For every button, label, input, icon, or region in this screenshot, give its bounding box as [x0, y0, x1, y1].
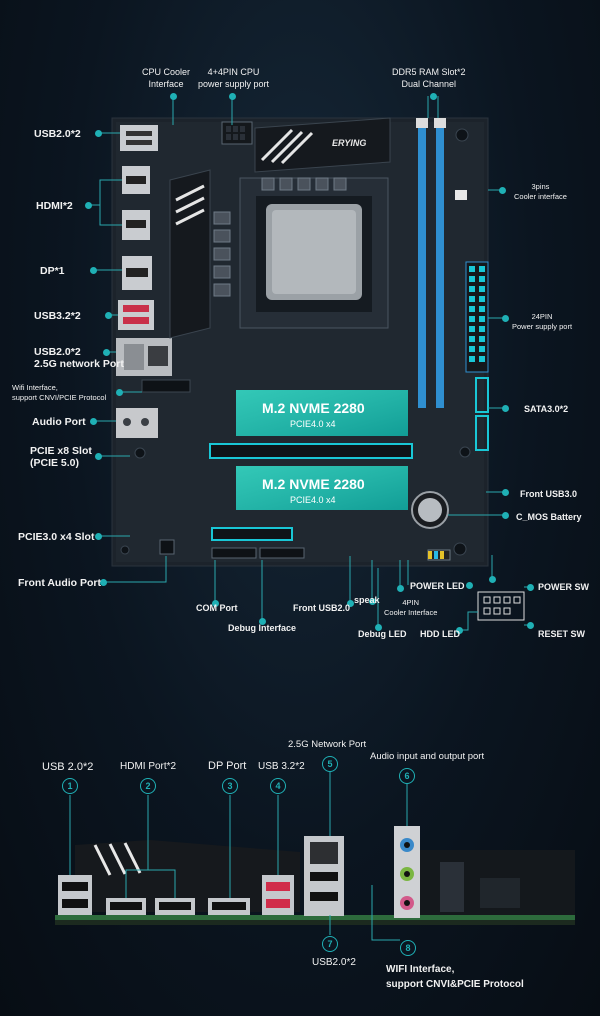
label-cpu-power: 4+4PIN CPU power supply port — [198, 67, 270, 89]
label-cooler-3pin: 3pins Cooler interface — [514, 182, 567, 201]
label-speak: speak — [354, 595, 380, 605]
label-usb32: USB3.2*2 — [34, 310, 81, 322]
label-audio: Audio Port — [32, 416, 86, 428]
label-power-led: POWER LED — [410, 581, 465, 591]
callout-dot — [103, 349, 110, 356]
label-usb2-lan: USB2.0*2 2.5G network Port — [34, 346, 124, 370]
io-label-usb2-bottom: USB2.0*2 — [312, 957, 356, 968]
label-ddr5: DDR5 RAM Slot*2 Dual Channel — [392, 67, 466, 89]
callout-number-7: 7 — [322, 936, 338, 952]
label-hdmi: HDMI*2 — [36, 200, 73, 212]
callout-dot — [499, 187, 506, 194]
io-label-wifi: WIFI Interface, support CNVI&PCIE Protoc… — [386, 964, 524, 990]
callout-dot — [502, 489, 509, 496]
label-debug-led: Debug LED — [358, 629, 407, 639]
io-label-lan: 2.5G Network Port — [288, 739, 367, 750]
callout-dot — [90, 418, 97, 425]
label-cooler-4pin: 4PIN Cooler Interface — [384, 598, 438, 617]
io-label-hdmi: HDMI Port*2 — [120, 761, 177, 772]
callout-number-6: 6 — [399, 768, 415, 784]
callout-dot — [466, 582, 473, 589]
callout-dot — [502, 405, 509, 412]
callout-dot — [100, 579, 107, 586]
callout-dot — [456, 627, 463, 634]
callout-dot — [95, 533, 102, 540]
label-dp: DP*1 — [40, 265, 65, 277]
io-label-dp: DP Port — [208, 760, 247, 772]
callout-number-4: 4 — [270, 778, 286, 794]
callout-dot — [105, 312, 112, 319]
label-debug-iface: Debug Interface — [228, 623, 297, 633]
callout-dot — [397, 585, 404, 592]
callout-dot — [430, 93, 437, 100]
label-wifi-top: Wifi Interface, support CNVI/PCIE Protoc… — [12, 383, 107, 402]
label-pcie-x8: PCIE x8 Slot (PCIE 5.0) — [30, 445, 92, 469]
m2-slot-1-sub: PCIE4.0 x4 — [290, 419, 336, 429]
io-label-audio: Audio input and output port — [370, 751, 485, 762]
callout-dot — [502, 315, 509, 322]
label-cpu-cooler: CPU Cooler Interface — [142, 67, 191, 89]
io-label-usb32: USB 3.2*2 — [258, 761, 305, 772]
m2-slot-2-sub: PCIE4.0 x4 — [290, 495, 336, 505]
callout-dot — [85, 202, 92, 209]
callout-dot — [170, 93, 177, 100]
label-front-audio: Front Audio Port — [18, 577, 102, 589]
callout-dot — [95, 453, 102, 460]
callout-dot — [229, 93, 236, 100]
callout-dot — [527, 622, 534, 629]
callout-number-8: 8 — [400, 940, 416, 956]
callout-dot — [95, 130, 102, 137]
callout-dot — [527, 584, 534, 591]
callout-dot — [116, 389, 123, 396]
label-reset-sw: RESET SW — [538, 629, 586, 639]
callout-dot — [369, 598, 376, 605]
io-label-usb20: USB 2.0*2 — [42, 761, 94, 773]
label-sata: SATA3.0*2 — [524, 404, 569, 414]
callout-dot — [347, 600, 354, 607]
label-cmos: C_MOS Battery — [516, 512, 582, 522]
callout-dot — [212, 600, 219, 607]
label-usb2-top: USB2.0*2 — [34, 128, 81, 140]
label-power-sw: POWER SW — [538, 582, 589, 592]
label-pcie3: PCIE3.0 x4 Slot — [18, 531, 95, 543]
callout-dot — [90, 267, 97, 274]
callout-number-3: 3 — [222, 778, 238, 794]
callout-number-5: 5 — [322, 756, 338, 772]
label-atx24: 24PIN Power supply port — [512, 312, 573, 331]
label-front-usb3: Front USB3.0 — [520, 489, 578, 499]
callout-dot — [259, 618, 266, 625]
m2-slot-1-title: M.2 NVME 2280 — [262, 400, 365, 416]
label-front-usb2: Front USB2.0 — [293, 603, 351, 613]
callout-dot — [375, 624, 382, 631]
callout-dot — [502, 512, 509, 519]
callout-number-1: 1 — [62, 778, 78, 794]
label-com: COM Port — [196, 603, 238, 613]
board-brand: ERYING — [332, 138, 367, 148]
m2-slot-2-title: M.2 NVME 2280 — [262, 476, 365, 492]
label-hdd-led: HDD LED — [420, 629, 460, 639]
callout-dot — [489, 576, 496, 583]
callout-number-2: 2 — [140, 778, 156, 794]
